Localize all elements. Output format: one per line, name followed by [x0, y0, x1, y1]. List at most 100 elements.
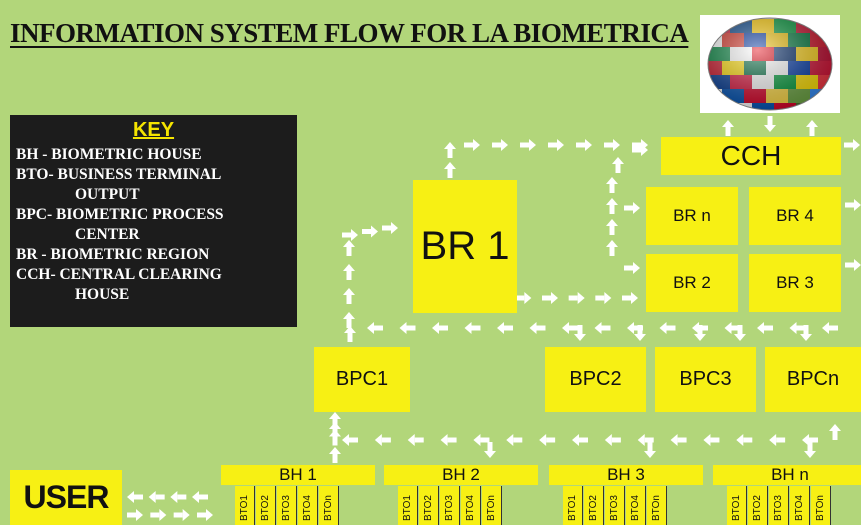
bto-terminal: BTOn: [319, 486, 339, 525]
arrow-icon: [344, 326, 356, 342]
arrow-icon: [343, 288, 355, 304]
arrow-icon: [594, 322, 611, 334]
bto-terminal: BTO3: [605, 486, 625, 525]
node-br-n: BR n: [646, 187, 738, 245]
arrow-icon: [529, 322, 546, 334]
arrow-icon: [506, 434, 523, 446]
arrow-icon: [432, 322, 448, 334]
arrow-icon: [634, 325, 646, 341]
arrow-icon: [659, 322, 676, 334]
arrow-icon: [604, 434, 621, 446]
diagram-title: INFORMATION SYSTEM FLOW FOR LA BIOMETRIC…: [10, 18, 689, 48]
arrow-icon: [367, 322, 383, 334]
node-bpc-1: BPC1: [314, 347, 410, 412]
arrow-icon: [515, 292, 532, 304]
arrow-icon: [769, 434, 786, 446]
node-br-3: BR 3: [749, 254, 841, 312]
key-entry-bto-cont: OUTPUT: [75, 186, 140, 203]
arrow-icon: [844, 139, 860, 151]
arrow-icon: [343, 240, 355, 256]
bto-terminal: BTO1: [235, 486, 255, 525]
bto-terminal: BTO2: [419, 486, 439, 525]
arrow-icon: [606, 240, 618, 256]
arrow-icon: [845, 199, 861, 211]
bh-label: BH 1: [221, 465, 375, 485]
arrow-icon: [632, 144, 648, 156]
bto-terminal: BTO1: [727, 486, 747, 525]
arrow-icon: [724, 322, 741, 334]
bto-terminal: BTO4: [298, 486, 318, 525]
arrow-icon: [568, 292, 585, 304]
arrow-icon: [492, 139, 508, 151]
arrow-icon: [150, 509, 167, 521]
arrow-icon: [804, 442, 816, 458]
key-entry-bpc-cont: CENTER: [75, 226, 140, 243]
arrow-icon: [806, 120, 818, 136]
arrow-icon: [343, 264, 355, 280]
arrow-icon: [399, 322, 416, 334]
arrow-icon: [192, 491, 208, 503]
bto-terminal: BTO3: [769, 486, 789, 525]
arrow-icon: [612, 157, 624, 173]
arrow-icon: [329, 412, 341, 428]
key-heading: KEY: [132, 119, 175, 141]
arrow-icon: [329, 429, 341, 446]
node-cch: CCH: [661, 137, 841, 175]
arrow-icon: [484, 442, 496, 458]
node-bpc-n: BPCn: [765, 347, 861, 412]
arrow-icon: [374, 434, 391, 446]
biometric-house-2: BH 2 BTO1 BTO2 BTO3 BTO4 BTOn: [384, 465, 538, 525]
bto-terminal: BTOn: [811, 486, 831, 525]
bto-terminal: BTO3: [277, 486, 297, 525]
bto-terminal: BTO4: [790, 486, 810, 525]
arrow-icon: [734, 325, 746, 341]
arrow-icon: [802, 434, 818, 446]
key-entry-cch-cont: HOUSE: [75, 286, 130, 303]
arrow-icon: [148, 491, 165, 503]
arrow-icon: [800, 325, 812, 341]
arrow-icon: [574, 325, 586, 341]
arrow-icon: [637, 434, 654, 446]
key-legend: KEY BH - BIOMETRIC HOUSE BTO- BUSINESS T…: [10, 115, 297, 327]
arrow-icon: [343, 312, 355, 328]
key-entry-bh: BH - BIOMETRIC HOUSE: [16, 146, 202, 163]
arrow-icon: [722, 120, 734, 136]
arrow-icon: [604, 139, 620, 151]
arrow-icon: [622, 292, 638, 304]
bh-label: BH 2: [384, 465, 538, 485]
arrow-icon: [548, 139, 564, 151]
bto-terminal: BTO4: [626, 486, 646, 525]
arrow-icon: [542, 292, 558, 304]
globe-with-flags-icon: [700, 15, 840, 113]
bto-terminal: BTO2: [584, 486, 604, 525]
arrow-icon: [444, 142, 456, 158]
bto-terminal: BTO3: [440, 486, 460, 525]
arrow-icon: [342, 434, 358, 446]
arrow-icon: [606, 219, 618, 235]
bto-terminal: BTO1: [563, 486, 583, 525]
arrow-icon: [644, 442, 656, 458]
arrow-icon: [789, 322, 806, 334]
node-br-1: BR 1: [413, 180, 517, 313]
bh-label: BH n: [713, 465, 861, 485]
arrow-icon: [362, 225, 378, 238]
arrow-icon: [440, 434, 457, 446]
key-entry-cch: CCH- CENTRAL CLEARING: [16, 266, 222, 283]
bh-label: BH 3: [549, 465, 703, 485]
node-user: USER: [10, 470, 122, 525]
arrow-icon: [606, 177, 618, 193]
arrow-icon: [670, 434, 687, 446]
bto-terminal: BTOn: [482, 486, 502, 525]
arrow-icon: [692, 322, 708, 334]
arrow-icon: [127, 491, 143, 503]
arrow-icon: [473, 434, 490, 446]
arrow-icon: [694, 325, 706, 341]
arrow-icon: [539, 434, 556, 446]
arrow-icon: [703, 434, 720, 446]
arrow-icon: [764, 116, 776, 132]
bto-terminal: BTO4: [461, 486, 481, 525]
arrow-icon: [576, 139, 592, 151]
biometric-house-n: BH n BTO1 BTO2 BTO3 BTO4 BTOn: [713, 465, 861, 525]
bto-terminal: BTO1: [398, 486, 418, 525]
biometric-house-1: BH 1 BTO1 BTO2 BTO3 BTO4 BTOn: [221, 465, 375, 525]
